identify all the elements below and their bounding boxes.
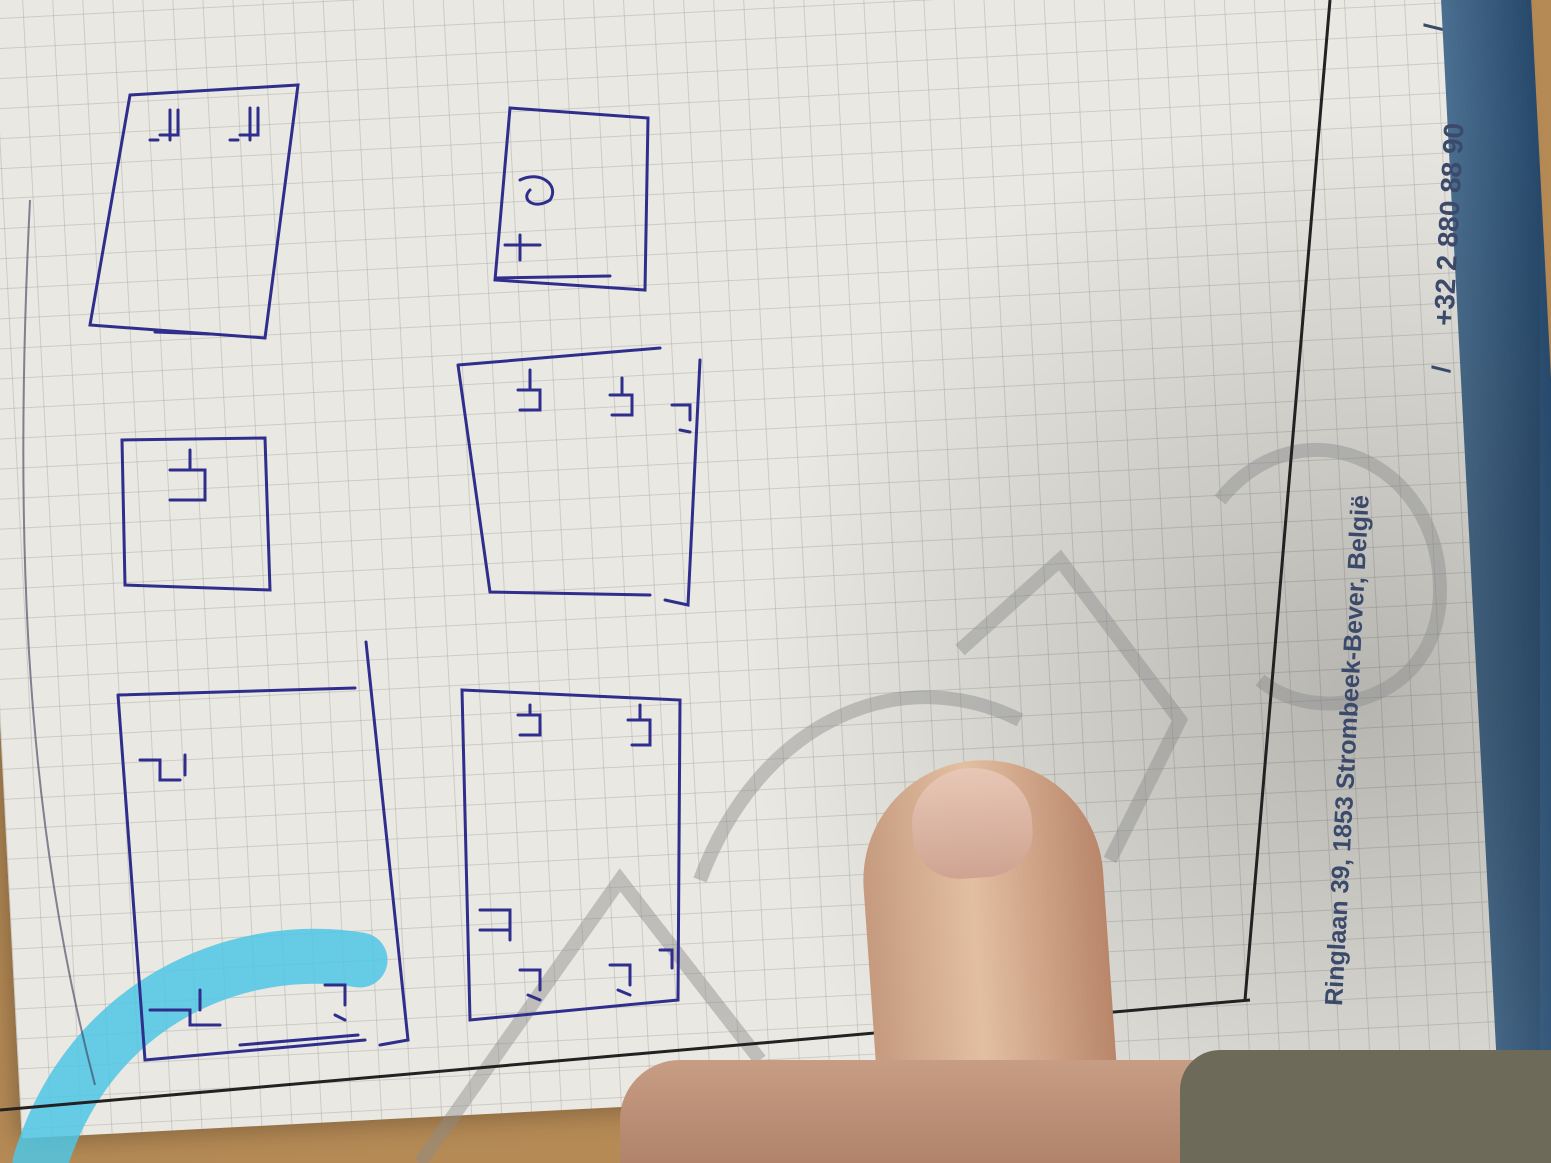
footer-separator: /	[1426, 365, 1457, 374]
room-top-middle	[122, 438, 270, 590]
footer-separator-end: /	[1418, 23, 1449, 32]
sketch-rooms	[90, 85, 700, 1060]
room-top-left-mark	[155, 332, 210, 334]
page-right-border	[1245, 0, 1330, 1000]
room-bottom-middle-wall	[665, 360, 700, 605]
room-bottom-middle	[458, 348, 660, 595]
sweater-sleeve	[1180, 1050, 1551, 1163]
room-bottom-right	[462, 690, 680, 1020]
room-bottom-left	[495, 108, 648, 290]
room-top-left	[90, 85, 298, 338]
pencil-curve	[23, 200, 95, 1085]
room-bottom-left-mark	[497, 276, 610, 278]
